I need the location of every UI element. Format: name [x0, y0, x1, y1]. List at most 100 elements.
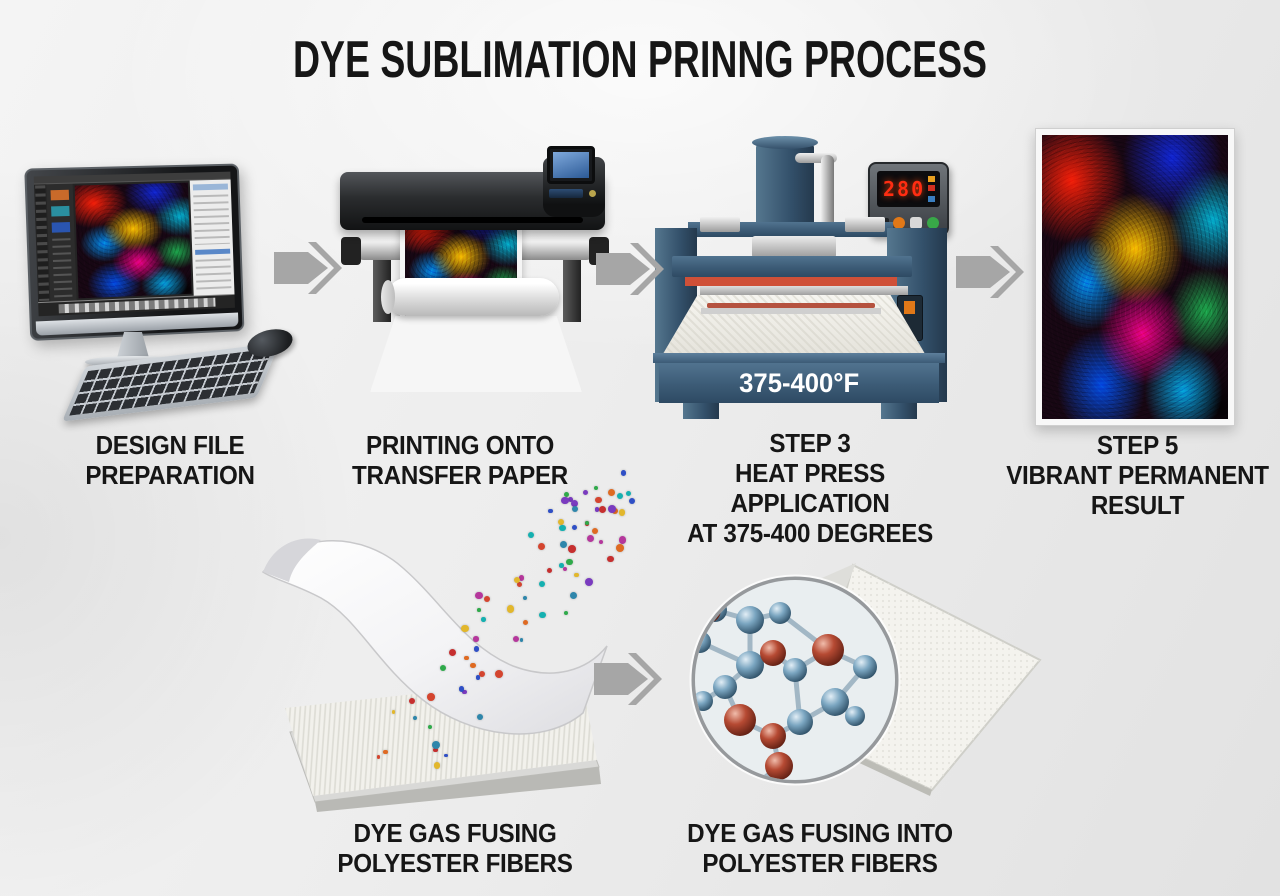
printer-leg-right	[563, 258, 581, 322]
dye-particle	[537, 542, 545, 550]
dye-particle	[582, 489, 588, 496]
dye-particle	[559, 563, 564, 568]
dye-particle	[383, 749, 388, 754]
controller-indicator-red	[928, 185, 935, 191]
dye-particle	[557, 518, 565, 526]
panel-header	[192, 183, 229, 191]
dye-particle	[477, 608, 481, 612]
printer-illustration	[335, 146, 620, 422]
fiber-pad-and-paper	[261, 538, 608, 812]
dye-particle	[546, 567, 553, 573]
dye-particle	[548, 508, 553, 514]
dye-particle	[563, 566, 568, 571]
dye-particle	[628, 497, 635, 504]
arrow-icon	[596, 243, 664, 295]
panel-text	[193, 194, 230, 245]
printer-feed-slot	[362, 217, 583, 223]
printer-power-button	[589, 190, 596, 197]
dye-particle	[408, 697, 416, 704]
press-clamp-left	[700, 217, 740, 232]
app-layers-panel	[46, 183, 77, 302]
controller-screen: 280	[877, 171, 940, 207]
controller-reading: 280	[883, 177, 926, 201]
dye-particle	[560, 540, 567, 548]
dye-particle	[464, 655, 469, 661]
controller-button-orange[interactable]	[893, 217, 905, 229]
dye-particle	[598, 539, 603, 544]
label-fusing-into: DYE GAS FUSING INTO POLYESTER FIBERS	[687, 818, 953, 879]
dye-particle	[481, 617, 486, 622]
app-properties-panel	[189, 179, 235, 296]
dye-particle	[513, 577, 520, 583]
layer-list	[52, 238, 73, 298]
dye-particle	[476, 713, 484, 721]
dye-particle	[625, 491, 631, 497]
arrow-icon	[594, 653, 662, 705]
press-base: 375-400°F	[659, 363, 939, 403]
label-design: DESIGN FILE PREPARATION	[85, 430, 255, 491]
printer-display-screen	[553, 152, 589, 178]
dye-particle	[594, 485, 599, 490]
dye-particle	[528, 532, 534, 539]
press-pipe-horizontal	[795, 153, 837, 163]
label-fusing: DYE GAS FUSING POLYESTER FIBERS	[337, 818, 573, 879]
dye-particle	[570, 499, 579, 508]
dye-particle	[462, 689, 467, 695]
dye-particle	[563, 611, 569, 616]
monitor-screen	[33, 171, 235, 317]
press-upper-platen	[672, 256, 912, 277]
result-print-frame	[1035, 128, 1235, 426]
monitor	[24, 163, 245, 341]
heat-press-illustration: 280 375-400°F	[645, 135, 955, 425]
panel-text	[195, 258, 232, 292]
press-platen-red-trim	[685, 277, 897, 286]
dye-particle	[376, 755, 381, 759]
dye-particle	[428, 724, 432, 729]
dye-particle	[506, 605, 515, 613]
dye-particle	[391, 710, 396, 714]
dye-particle	[574, 572, 579, 577]
arrow-icon	[956, 246, 1024, 298]
printer-output-sheet	[370, 316, 582, 392]
roller-knob-left	[341, 237, 361, 265]
press-lower-plate	[700, 286, 908, 295]
dye-particle	[618, 536, 627, 544]
dye-particle	[598, 506, 606, 514]
layer-thumb	[50, 189, 70, 201]
dye-particle	[620, 470, 627, 476]
dye-particle	[518, 575, 525, 581]
dye-particle	[473, 636, 479, 642]
dye-particle-field	[376, 465, 655, 800]
molecule-structure	[695, 580, 895, 780]
result-print	[1042, 135, 1228, 419]
dye-particle	[412, 715, 417, 720]
dye-particle	[522, 619, 528, 625]
dye-particle	[568, 545, 576, 553]
dye-particle	[461, 624, 469, 633]
paper-roll	[381, 278, 559, 316]
dye-particle	[458, 686, 465, 692]
dye-particle	[427, 693, 435, 701]
dye-particle	[475, 675, 481, 680]
dye-particle	[561, 496, 569, 505]
press-head-block	[752, 236, 836, 258]
controller-button-white[interactable]	[910, 217, 922, 229]
press-power-switch[interactable]	[904, 301, 915, 314]
design-workstation-illustration	[15, 160, 315, 422]
dye-particle	[473, 646, 480, 652]
dye-particle	[566, 558, 573, 566]
dye-particle	[608, 489, 616, 497]
dye-particle	[433, 762, 441, 770]
controller-indicator-blue	[928, 196, 935, 202]
dye-particle	[616, 544, 624, 552]
dye-particle	[585, 577, 594, 586]
dye-particle	[570, 591, 578, 599]
dye-particle	[585, 521, 590, 526]
dye-fusing-illustration	[245, 460, 655, 815]
dye-particle	[595, 496, 602, 504]
printer-button-strip	[549, 189, 583, 198]
dye-particle	[586, 534, 595, 542]
controller-button-green[interactable]	[927, 217, 939, 229]
dye-particle	[607, 555, 614, 563]
